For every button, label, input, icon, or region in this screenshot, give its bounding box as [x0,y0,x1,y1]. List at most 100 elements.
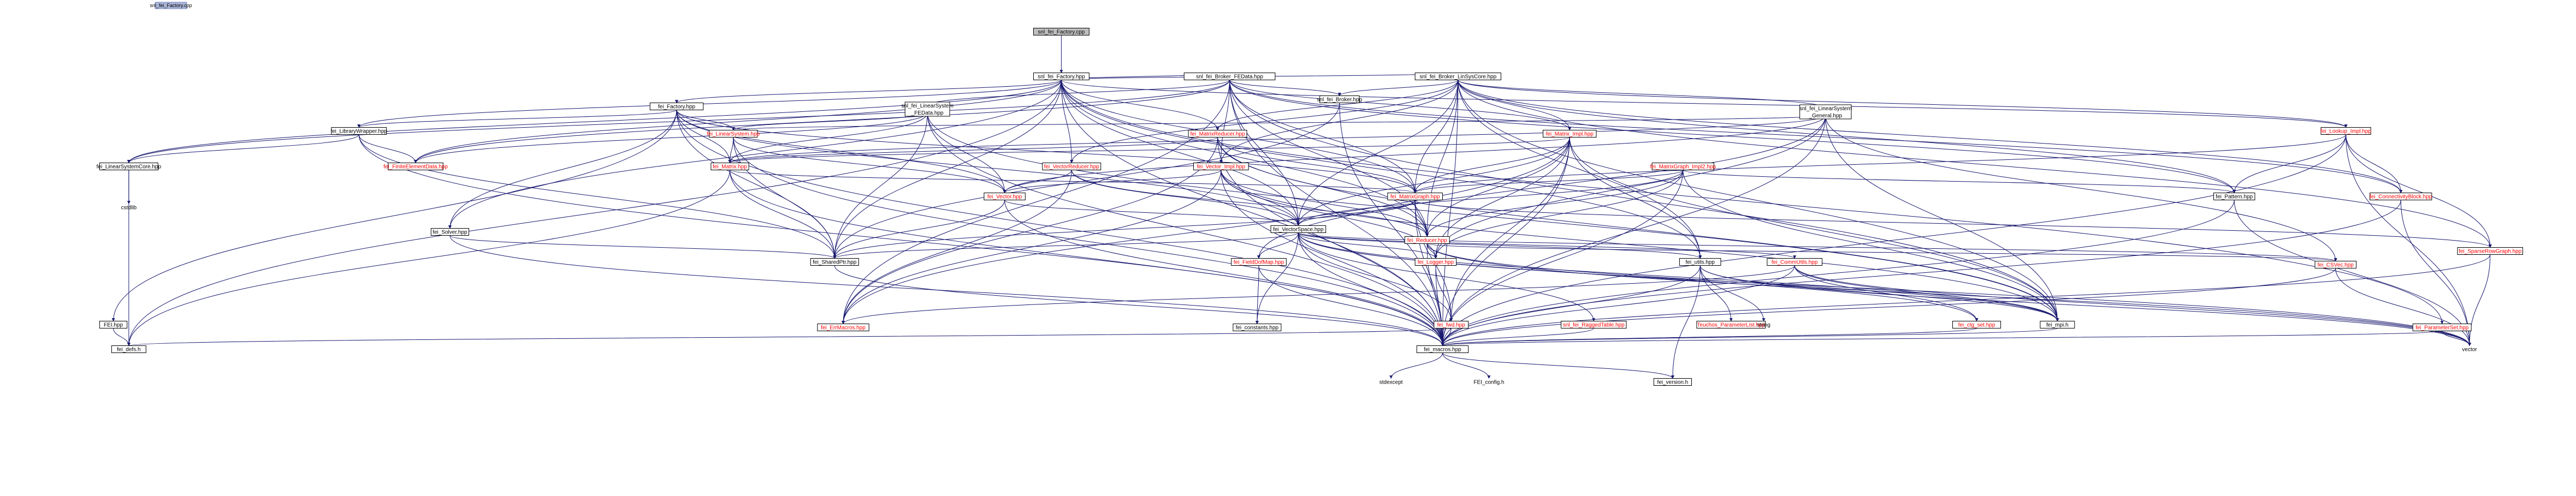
edge-matrixreducer-to-matrix [728,137,1218,164]
node-paramset[interactable]: fei_ParameterSet.hpp [2412,324,2472,331]
edge-matrixgraph-to-sharedptr [833,200,1416,259]
edge-vectorimpl-to-errmacros [842,170,1222,325]
node-defs-box [111,345,146,353]
node-vector_h[interactable]: fei_Vector.hpp [984,193,1026,200]
node-lookupimpl[interactable]: fei_Lookup_Impl.hpp [2320,127,2371,135]
node-raggedtable[interactable]: snl_fei_RaggedTable.hpp [1561,321,1627,328]
node-libwrapper[interactable]: fei_LibraryWrapper.hpp [330,127,388,135]
node-commutils[interactable]: fei_CommUtils.hpp [1767,258,1822,266]
node-csvec[interactable]: fei_CSVec.hpp [2314,261,2356,268]
edge-matrixgraphimpl2-to-vectorspace [1296,170,1684,226]
edge-factory-to-vectorreducer [1061,80,1074,164]
edge-iosfwd-to-defs [127,328,1452,346]
edge-lsfedata-to-mpi [927,112,2059,322]
node-sharedptr-box [810,258,859,266]
edge-factory-to-defs [127,80,1062,346]
node-root[interactable]: snl_fei_Factory.cpp [1033,28,1089,35]
node-defs[interactable]: fei_defs.h [111,345,146,353]
node-matriximpl[interactable]: fei_Matrix_Impl.hpp [1542,130,1597,138]
edge-matrixgraph-to-sparserowgraph [1414,200,2492,248]
node-vectorspace-label: fei_VectorSpace.hpp [1273,227,1324,233]
node-fedata[interactable]: fei_FiniteElementData.hpp [383,163,448,170]
edge-vectorspace-to-logger [1298,232,1437,259]
node-version[interactable]: fei_version.h [1653,378,1692,386]
node-matrixreducer[interactable]: fei_MatrixReducer.hpp [1188,130,1247,138]
edge-lsgeneral-to-macros [1441,115,1826,346]
node-utils[interactable]: fei_utils.hpp [1679,258,1721,266]
node-lsgeneral[interactable]: snl_fei_LinearSystem_General.hpp [1799,104,1852,119]
node-feifactory[interactable]: fei_Factory.hpp [649,103,704,110]
node-constants[interactable]: fei_constants.hpp [1233,324,1282,331]
node-ctgset[interactable]: fei_ctg_set.hpp [1952,321,2001,328]
edge-matriximpl-to-mpi [1569,137,2059,322]
node-factory[interactable]: snl_fei_Factory.hpp [1033,73,1089,80]
edge-lookupimpl-to-vector [2346,134,2472,346]
edge-utils-to-string [1699,265,1766,322]
node-broker-box [1319,95,1360,103]
edge-commutils-to-mpi [1794,265,2059,322]
node-vectorimpl[interactable]: fei_Vector_Impl.hpp [1193,163,1249,170]
node-matrixgraphimpl2[interactable]: fei_MatrixGraph_Impl2.hpp [1650,163,1716,170]
node-matrix[interactable]: fei_Matrix.hpp [710,163,749,170]
edge-libwrapper-to-linsyscore [127,134,359,164]
edge-macros-to-stdexcept [1389,352,1443,379]
edge-fei-to-defs [113,328,131,346]
node-vectorimpl-label: fei_Vector_Impl.hpp [1197,164,1246,170]
node-connblock[interactable]: fei_ConnectivityBlock.hpp [2370,193,2432,200]
node-fei[interactable]: FEI.hpp [99,321,128,328]
breadcrumb: snl_fei_Factory.cpp [0,0,2576,13]
edge-brokerlinsys-to-reducer [1425,80,1459,237]
node-solver-label: fei_Solver.hpp [433,230,467,236]
edge-solver-to-macros [449,235,1444,346]
node-solver[interactable]: fei_Solver.hpp [430,228,469,236]
node-teuchos-label: Teuchos_ParameterList.hpp [1697,322,1766,328]
node-reducer-box [1404,236,1450,244]
breadcrumb-label[interactable]: snl_fei_Factory.cpp [150,3,192,8]
node-teuchos[interactable]: Teuchos_ParameterList.hpp [1696,321,1766,328]
node-iosfwd[interactable]: fei_fwd.hpp [1434,321,1469,328]
node-sparserowgraph[interactable]: fei_SparseRowGraph.hpp [2457,247,2524,255]
node-matrixreducer-label: fei_MatrixReducer.hpp [1191,132,1245,138]
node-lsgeneral-box [1799,104,1852,119]
node-linsystem[interactable]: fei_LinearSystem.hpp [707,130,760,138]
node-stdexcept: stdexcept [1379,380,1403,386]
node-sharedptr[interactable]: fei_SharedPtr.hpp [810,258,859,266]
edge-matriximpl-to-matrix [728,137,1570,164]
edge-vectorimpl-to-mpi [1221,170,2059,322]
node-lsfedata-label: _FEData.hpp [911,110,944,116]
edge-factory-to-lookupimpl [1061,80,2348,128]
node-matrixgraph-box [1387,193,1443,200]
node-mpi[interactable]: fei_mpi.h [2040,321,2075,328]
node-lsfedata[interactable]: snl_fei_LinearSystem_FEData.hpp [901,101,954,117]
edge-connblock-to-macros [1441,200,2401,346]
node-utils-box [1679,258,1721,266]
node-pattern[interactable]: fei_Pattern.hpp [2213,193,2255,200]
node-fielddofmap[interactable]: fei_FieldDofMap.hpp [1231,258,1287,266]
node-brokerfedata[interactable]: snl_fei_Broker_FEData.hpp [1183,73,1276,80]
node-vectorspace[interactable]: fei_VectorSpace.hpp [1270,225,1327,233]
edge-matriximpl-to-utils [1569,137,1702,259]
node-matrixgraph[interactable]: fei_MatrixGraph.hpp [1387,193,1443,200]
node-linsystem-box [709,130,758,138]
node-vectorreducer[interactable]: fei_VectorReducer.hpp [1042,163,1102,170]
edge-broker-to-sharedptr [833,103,1340,259]
edge-vectorspace-to-utils [1298,232,1702,259]
node-raggedtable-box [1561,321,1627,328]
node-ctgset-label: fei_ctg_set.hpp [1958,322,1995,328]
node-macros[interactable]: fei_macros.hpp [1416,345,1469,353]
edge-brokerfedata-to-connblock [1229,80,2403,194]
edge-vectorspace-to-csvec [1298,232,2337,262]
edge-lsfedata-to-fedata [414,112,928,164]
node-matriximpl-label: fei_Matrix_Impl.hpp [1546,132,1594,138]
node-logger[interactable]: fei_Logger.hpp [1414,258,1457,266]
edge-matrixreducer-to-matrixgraph [1217,137,1417,194]
node-commutils-box [1767,258,1822,266]
node-errmacros[interactable]: fei_ErrMacros.hpp [817,324,869,331]
edge-raggedtable-to-macros [1441,328,1594,346]
node-reducer[interactable]: fei_Reducer.hpp [1404,236,1450,244]
edge-vectorreducer-to-vector_h [1003,170,1072,194]
node-brokerlinsys[interactable]: snl_fei_Broker_LinSysCore.hpp [1414,73,1501,80]
node-broker[interactable]: snl_fei_Broker.hpp [1317,95,1363,103]
edge-brokerlinsys-to-matriximpl [1458,80,1572,131]
node-linsyscore[interactable]: fei_LinearSystemCore.hpp [97,163,162,170]
